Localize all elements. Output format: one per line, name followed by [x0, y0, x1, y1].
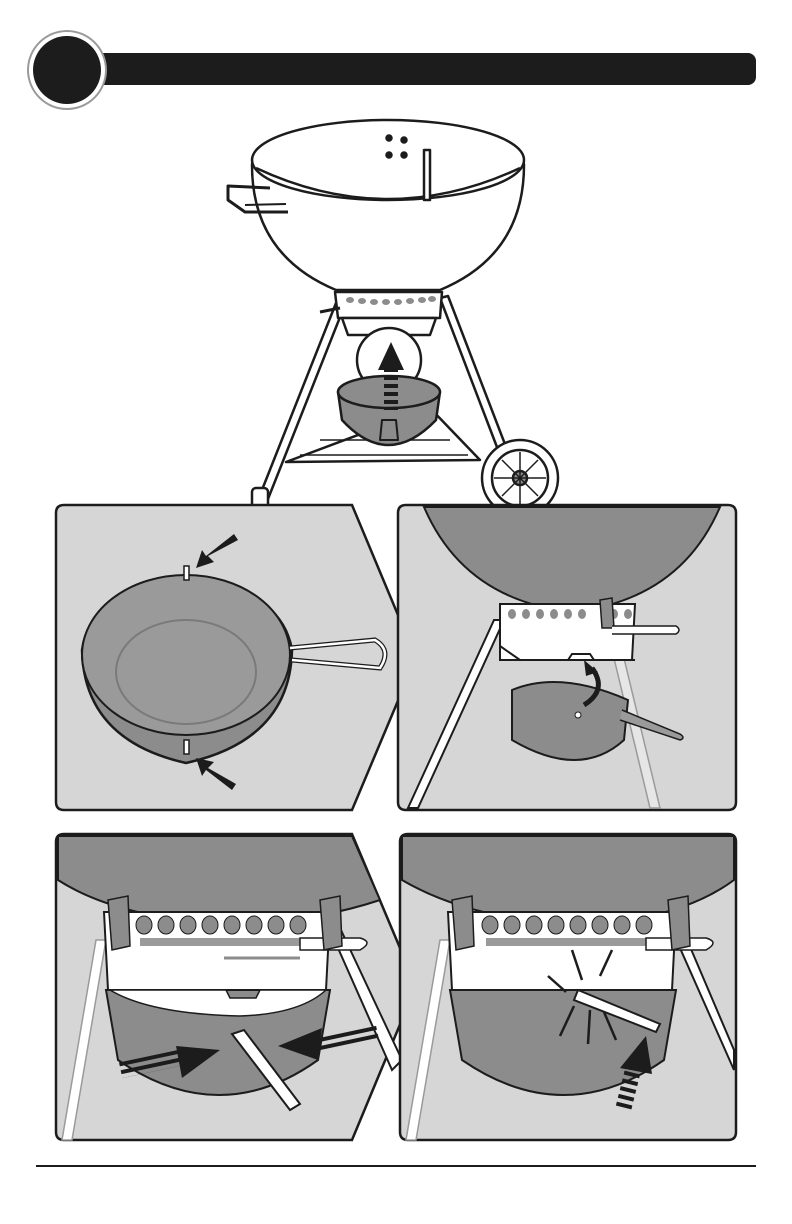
- panel-handle-snap: [400, 834, 736, 1140]
- panel-push-handle: [56, 834, 416, 1140]
- panel-ash-catcher-tabs: [56, 505, 416, 810]
- panel-insert-ash-catcher: [398, 505, 736, 810]
- grill-leg-left: [258, 298, 346, 504]
- footer-rule: [36, 1165, 756, 1167]
- overview-grill: [228, 120, 558, 516]
- grill-leg-right: [440, 296, 508, 455]
